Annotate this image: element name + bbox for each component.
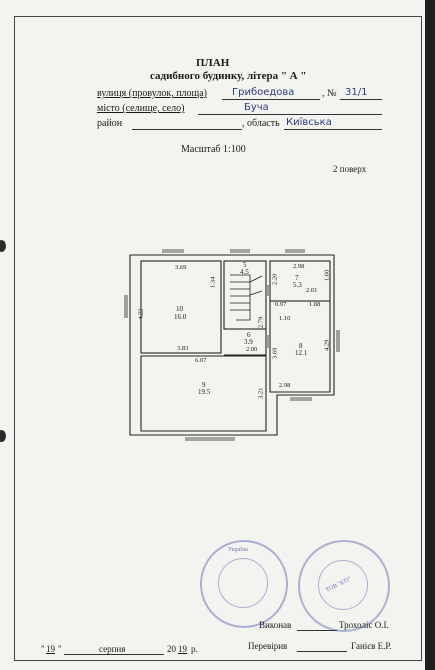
room-number: 5 <box>243 261 247 269</box>
city-underline <box>198 114 382 115</box>
room-number: 7 <box>295 274 299 282</box>
number-value: 31/1 <box>345 87 368 98</box>
dimension-label: 3.69 <box>175 264 187 271</box>
region-label: , область <box>242 118 280 129</box>
room-10-wall <box>140 260 222 354</box>
street-underline <box>222 99 320 100</box>
date-month-underline <box>64 654 164 655</box>
dimension-label: 1.34 <box>209 276 217 288</box>
checked-name: Ганієв Е.Р. <box>351 641 392 651</box>
stamp-text: Україна <box>228 547 248 553</box>
room-area: 12.1 <box>295 349 308 357</box>
room-area: 19.5 <box>198 388 211 396</box>
room-8-wall <box>269 300 331 393</box>
room-area: 4.5 <box>240 268 249 276</box>
scale-label: Масштаб 1:100 <box>181 144 246 155</box>
date-quote-open: " <box>41 644 45 654</box>
dimension-label: 4.29 <box>323 339 331 351</box>
binder-hole <box>0 240 6 252</box>
date-year-suffix: 19 <box>178 644 187 654</box>
dimension-label: 1.88 <box>309 301 321 308</box>
date-quote-close: " <box>58 644 62 654</box>
checked-signature-line <box>297 651 347 652</box>
page-frame <box>14 16 422 661</box>
stamp-inner-ring <box>218 558 268 608</box>
dimension-label: 3.21 <box>257 387 265 399</box>
round-stamp-left <box>200 540 288 628</box>
dimension-label: 4.22 <box>137 308 145 320</box>
room-area: 3.9 <box>244 338 253 346</box>
dimension-label: 2.00 <box>246 346 258 353</box>
region-value: Київська <box>286 117 332 128</box>
street-label: вулиця (провулок, площа) <box>97 88 208 99</box>
document-sheet: ПЛАН садибного будинку, літера " А " вул… <box>0 0 425 670</box>
date-year-unit: р. <box>191 644 198 654</box>
dimension-label: 1.10 <box>279 315 291 322</box>
room-area: 5.3 <box>293 281 302 289</box>
dimension-label: 1.60 <box>323 269 331 281</box>
room-number: 6 <box>247 331 251 339</box>
district-underline <box>132 129 242 130</box>
room-number: 8 <box>299 342 303 350</box>
dimension-label: 3.69 <box>271 347 279 359</box>
binder-hole <box>0 430 6 442</box>
round-stamp-right <box>298 540 390 632</box>
city-label: місто (селище, село) <box>97 103 185 114</box>
dimension-label: 6.07 <box>195 357 207 364</box>
district-label: район <box>97 118 123 129</box>
doors <box>220 285 269 352</box>
dimension-label: 0.97 <box>275 301 287 308</box>
floor-plan <box>124 249 340 441</box>
room-number: 10 <box>176 305 183 313</box>
dimension-label: 2.79 <box>257 316 265 328</box>
street-value: Грибоедова <box>232 87 295 98</box>
room-area: 16.0 <box>174 313 187 321</box>
executed-signature-line <box>297 630 337 631</box>
room-9-wall <box>140 355 267 432</box>
dimension-label: 2.01 <box>306 287 318 294</box>
room-number: 9 <box>202 381 206 389</box>
outer-wall <box>129 254 335 436</box>
date-day: 19 <box>46 644 55 654</box>
plan-subtitle: садибного будинку, літера " А " <box>150 70 307 82</box>
windows <box>124 249 340 441</box>
number-label: , № <box>322 88 337 99</box>
region-underline <box>284 129 382 130</box>
number-underline <box>340 99 382 100</box>
dimension-label: 3.83 <box>177 345 189 352</box>
date-month: серпня <box>99 644 126 654</box>
dimension-label: 2.98 <box>279 382 291 389</box>
executed-label: Виконав <box>259 620 292 630</box>
dimension-label: 2.20 <box>271 273 279 285</box>
plan-title: ПЛАН <box>196 57 230 69</box>
executed-name: Трохоліс О.І. <box>339 620 389 630</box>
dimension-label: 2.98 <box>293 263 305 270</box>
stamp-inner-ring <box>318 560 368 610</box>
floor-label: 2 поверх <box>333 164 367 174</box>
date-year-prefix: 20 <box>167 644 176 654</box>
checked-label: Перевірив <box>248 641 288 651</box>
city-value: Буча <box>244 102 269 113</box>
stairs <box>230 274 263 321</box>
room-6-wall <box>224 328 267 356</box>
